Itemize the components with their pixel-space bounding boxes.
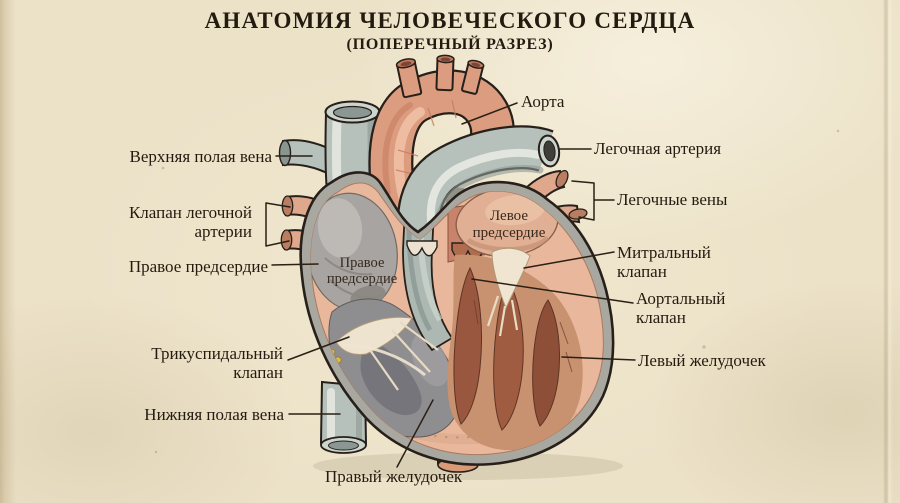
label-inferior-vena-cava: Нижняя полая вена	[144, 405, 284, 424]
mitral-valve-fan	[486, 247, 531, 337]
leader-pulmonary-veins	[571, 180, 615, 221]
label-tricuspid-valve: Трикуспидальный клапан	[151, 344, 283, 383]
paper-speckles	[154, 129, 840, 454]
leader-right-ventricle	[396, 399, 434, 468]
pulmonary-trunk	[402, 207, 454, 352]
label-pulmonary-artery: Легочная артерия	[594, 139, 722, 158]
leader-left-ventricle	[561, 356, 636, 361]
aorta-branch-2	[435, 54, 455, 92]
label-right-ventricle: Правый желудочек	[325, 467, 463, 486]
label-superior-vena-cava: Верхняя полая вена	[129, 147, 272, 166]
leader-right-atrium	[271, 263, 319, 266]
leader-aorta	[461, 102, 518, 125]
leader-aortic-valve	[471, 278, 634, 304]
leader-mitral-valve	[523, 251, 615, 269]
leader-lines	[265, 102, 636, 468]
left-ventricle-chamber	[447, 254, 583, 451]
label-left-ventricle: Левый желудочек	[638, 351, 766, 370]
label-left-atrium-inner: Левое предсердие	[472, 208, 546, 241]
label-aorta: Аорта	[521, 92, 565, 111]
heart-interior	[310, 187, 583, 451]
aorta-branch-1	[395, 58, 423, 99]
label-pulmonary-artery-valve: Клапан легочной артерии	[128, 203, 252, 242]
page-subtitle: (ПОПЕРЕЧНЫЙ РАЗРЕЗ)	[346, 36, 554, 53]
pulmonary-artery-vessel	[396, 125, 561, 266]
aorta-vessel	[368, 54, 515, 230]
label-aortic-valve: Аортальный клапан	[636, 289, 726, 328]
label-right-atrium: Правое предсердие	[128, 257, 268, 276]
aorta-branch-3	[461, 59, 485, 95]
label-pulmonary-veins: Легочные вены	[617, 190, 728, 209]
label-right-atrium-inner: Правое предсердие	[326, 255, 398, 288]
leader-tricuspid-valve	[287, 336, 350, 361]
pulmonary-valve-cusps	[406, 240, 438, 257]
title-block: АНАТОМИЯ ЧЕЛОВЕЧЕСКОГО СЕРДЦА (ПОПЕРЕЧНЫ…	[0, 8, 900, 54]
label-mitral-valve: Митральный клапан	[617, 243, 711, 282]
leader-pulmonary-artery-valve	[265, 202, 291, 247]
page-title: АНАТОМИЯ ЧЕЛОВЕЧЕСКОГО СЕРДЦА	[204, 8, 696, 33]
